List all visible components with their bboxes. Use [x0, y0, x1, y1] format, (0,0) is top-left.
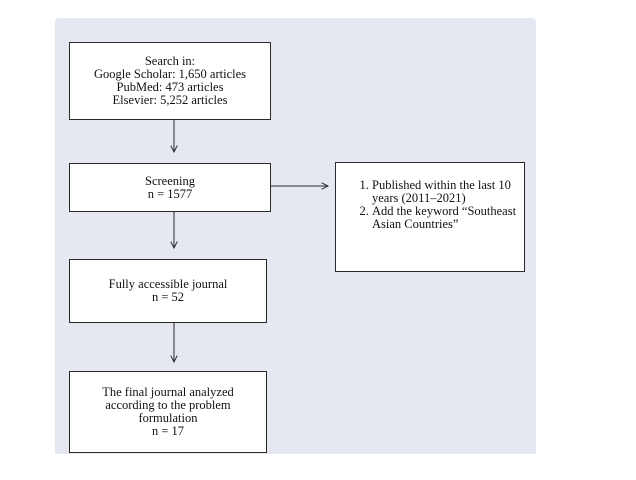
final-title-line1: The final journal analyzed	[102, 385, 234, 399]
screening-count: n = 1577	[147, 186, 193, 201]
criteria-list: Published within the last 10 years (2011…	[354, 179, 518, 231]
search-box: Search in: Google Scholar: 1,650 article…	[69, 42, 271, 120]
accessible-title: Fully accessible journal	[108, 277, 228, 291]
screening-title: Screening	[145, 173, 195, 188]
search-pubmed: PubMed: 473 articles	[116, 80, 224, 94]
search-google-scholar: Google Scholar: 1,650 articles	[93, 67, 247, 81]
final-count: n = 17	[151, 424, 185, 438]
search-elsevier: Elsevier: 5,252 articles	[112, 93, 228, 107]
accessible-box: Fully accessible journal n = 52	[69, 259, 267, 323]
criteria-item-years: Published within the last 10 years (2011…	[372, 179, 518, 205]
final-title-line3: formulation	[138, 411, 198, 425]
screening-box: Screening n = 1577	[69, 163, 271, 212]
final-title-line2: according to the problem	[105, 398, 231, 412]
final-box: The final journal analyzed according to …	[69, 371, 267, 453]
criteria-item-keyword: Add the keyword “Southeast Asian Countri…	[372, 205, 518, 231]
accessible-count: n = 52	[151, 290, 185, 304]
search-title: Search in:	[144, 54, 196, 68]
criteria-box: Published within the last 10 years (2011…	[335, 162, 525, 272]
